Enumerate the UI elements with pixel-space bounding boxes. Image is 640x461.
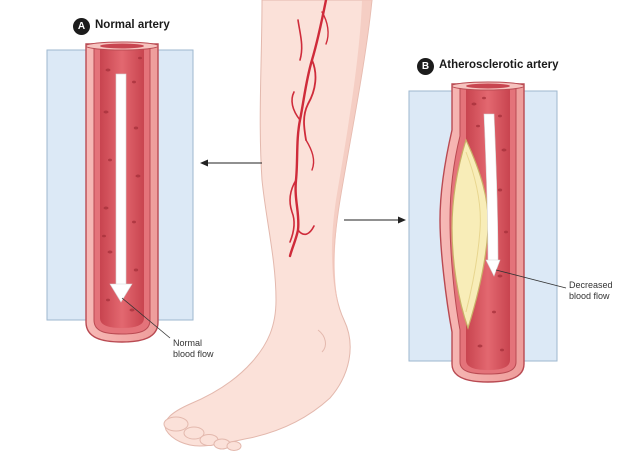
leader-line-a xyxy=(121,297,171,339)
decreased-flow-line1: Decreased xyxy=(569,280,613,290)
left-arrow-icon xyxy=(200,159,262,167)
flow-arrow-icon xyxy=(109,73,133,303)
normal-flow-label: Normal blood flow xyxy=(173,338,214,360)
veins xyxy=(288,0,329,258)
decreased-flow-line2: blood flow xyxy=(569,291,610,301)
flow-arrow-icon xyxy=(483,113,501,277)
leg-shade xyxy=(331,0,372,312)
decreased-flow-label: Decreased blood flow xyxy=(569,280,613,302)
leg xyxy=(163,0,373,451)
right-arrow-icon xyxy=(344,216,406,224)
normal-flow-line1: Normal xyxy=(173,338,203,348)
toes xyxy=(163,416,242,451)
panel-b-title: Atherosclerotic artery xyxy=(439,59,559,71)
panel-a-normal-artery xyxy=(46,41,194,343)
blood-cells-a xyxy=(102,56,142,312)
leader-line-b xyxy=(495,269,567,289)
panel-b-atherosclerotic-artery xyxy=(408,81,567,383)
panel-b-badge: B xyxy=(417,58,434,75)
normal-flow-line2: blood flow xyxy=(173,349,214,359)
panel-a-badge: A xyxy=(73,18,90,35)
leg-skin xyxy=(164,0,373,447)
blood-cells-b xyxy=(471,96,508,352)
panel-a-title: Normal artery xyxy=(95,19,170,31)
